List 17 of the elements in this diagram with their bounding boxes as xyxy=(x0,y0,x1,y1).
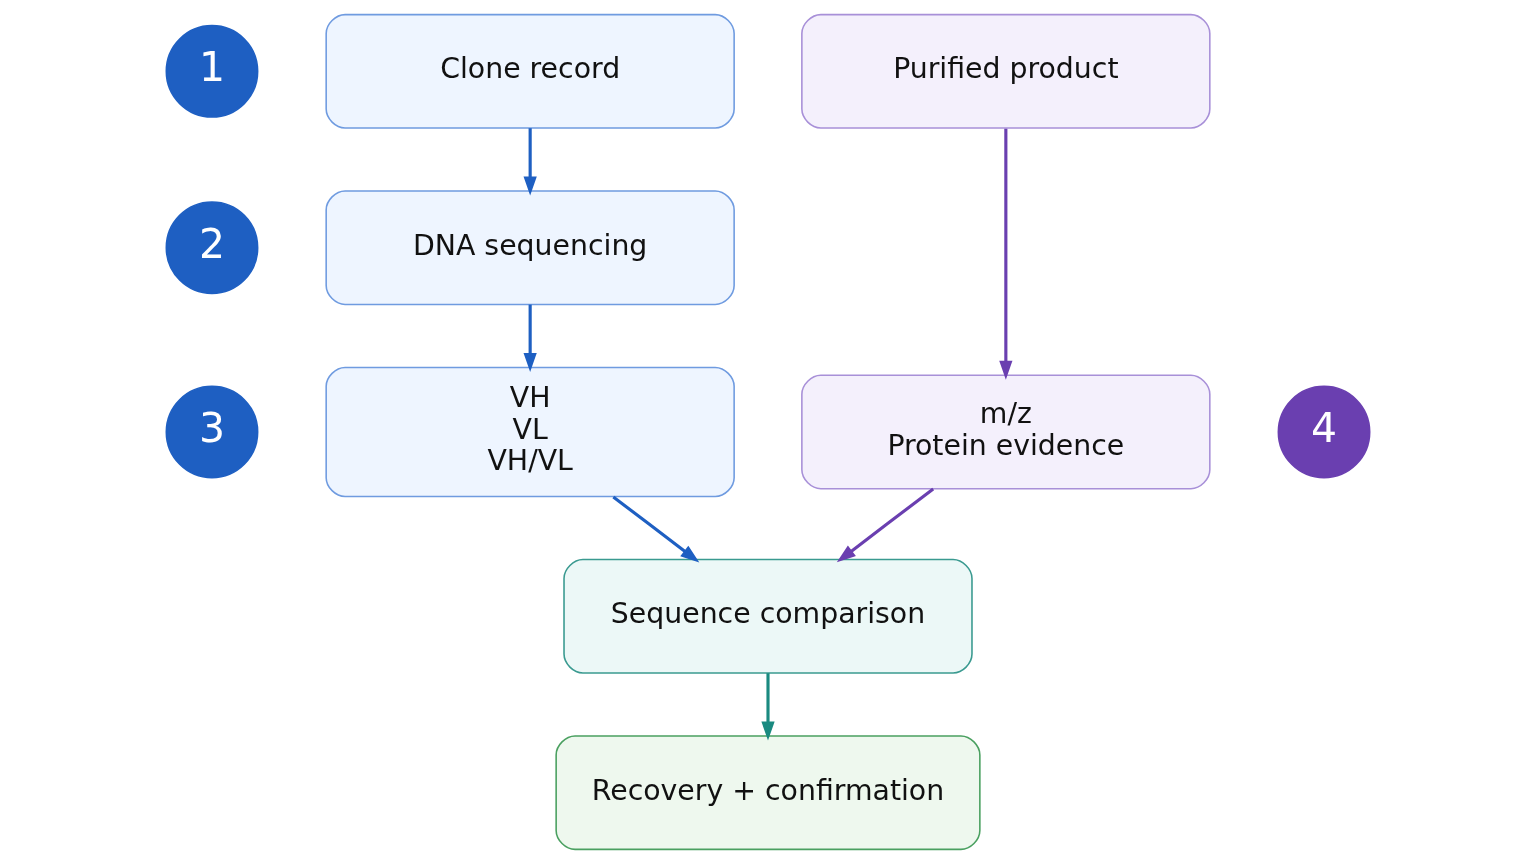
node-box: DNA sequencing xyxy=(325,190,735,306)
arrow xyxy=(523,304,537,372)
arrow xyxy=(612,495,700,563)
arrow xyxy=(761,673,775,741)
node-box: Purified product xyxy=(801,13,1211,129)
arrow xyxy=(523,128,537,196)
arrow xyxy=(999,128,1013,380)
node-box: m/z Protein evidence xyxy=(801,374,1211,490)
node-circle: 3 xyxy=(165,385,259,479)
node-circle: 4 xyxy=(1277,385,1371,479)
node-circle: 1 xyxy=(165,24,259,118)
node-box: Clone record xyxy=(325,13,735,129)
node-box: Sequence comparison xyxy=(563,558,973,674)
arrow xyxy=(836,487,935,563)
node-circle: 2 xyxy=(165,201,259,295)
node-box: Recovery + confirmation xyxy=(555,735,981,851)
node-box: VH VL VH/VL xyxy=(325,366,735,498)
